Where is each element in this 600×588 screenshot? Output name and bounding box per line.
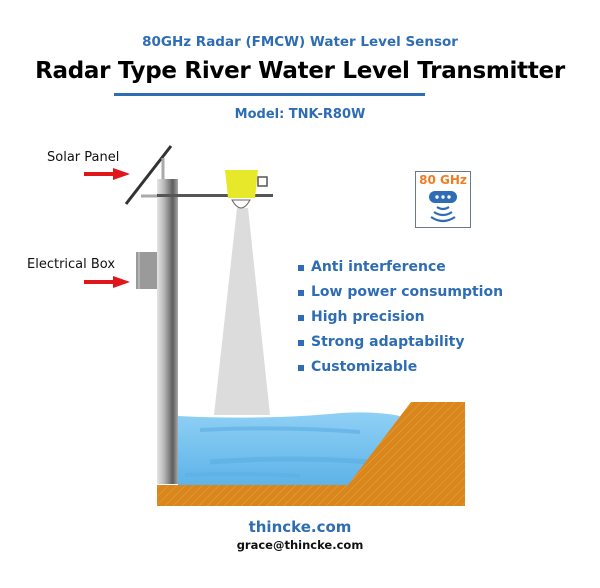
pole (157, 179, 178, 484)
subtitle: 80GHz Radar (FMCW) Water Level Sensor (142, 34, 458, 50)
solar-panel-label: Solar Panel (47, 150, 120, 165)
model-number: Model: TNK-R80W (234, 107, 366, 122)
bullet-icon (298, 264, 304, 271)
bullet-icon (298, 289, 304, 296)
frequency-badge: 80 GHz (415, 171, 471, 228)
feature-item: High precision (298, 304, 503, 329)
page-title: Radar Type River Water Level Transmitter (35, 58, 565, 84)
email-link[interactable]: grace@thincke.com (236, 538, 364, 552)
feature-list: Anti interference Low power consumption … (298, 254, 503, 379)
solar-panel-icon (124, 145, 173, 205)
website-link[interactable]: thincke.com (248, 518, 352, 536)
river-bank (157, 402, 465, 506)
radar-sensor-wave-icon (429, 191, 457, 223)
bullet-icon (298, 364, 304, 371)
bullet-icon (298, 314, 304, 321)
radar-sensor-icon (225, 170, 258, 198)
feature-item: Customizable (298, 354, 503, 379)
feature-item: Anti interference (298, 254, 503, 279)
electrical-box-icon (136, 252, 157, 289)
badge-text: 80 GHz (419, 173, 467, 187)
arrow-icon (84, 168, 130, 288)
bullet-icon (298, 339, 304, 346)
title-underline (114, 93, 425, 96)
feature-item: Strong adaptability (298, 329, 503, 354)
feature-item: Low power consumption (298, 279, 503, 304)
radar-beam (214, 208, 270, 415)
electrical-box-label: Electrical Box (27, 257, 116, 272)
